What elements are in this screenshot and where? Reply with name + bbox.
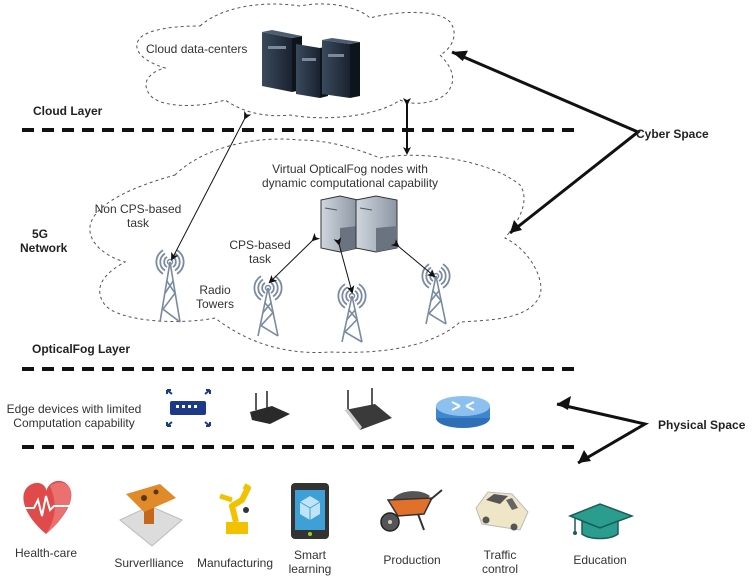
- radio-tower-icon: [155, 249, 185, 323]
- cyber-space-arrows: [451, 50, 641, 235]
- radio-tower-icon: [253, 275, 283, 337]
- app-label-surveillance: Surverlliance: [104, 556, 194, 570]
- surveillance-camera-icon: [119, 484, 183, 547]
- cloud-layer-label: Cloud Layer: [33, 104, 103, 118]
- virtual-nodes-label: Virtual OpticalFog nodes with dynamic co…: [255, 162, 445, 190]
- non-cps-task-arrow: [171, 110, 252, 261]
- car-icon: [475, 491, 529, 531]
- app-label-line1: Production: [383, 553, 441, 567]
- cloud-server-icon: [262, 30, 360, 98]
- edge-devices-label: Edge devices with limited Computation ca…: [0, 402, 148, 430]
- radio-line1: Radio: [199, 283, 231, 297]
- heart-pulse-icon: [22, 480, 72, 534]
- app-label-education: Education: [560, 553, 640, 567]
- tablet-icon: [291, 483, 329, 539]
- wireless-router-icon: [250, 391, 290, 424]
- non-cps-task-label: Non CPS-based task: [88, 202, 188, 230]
- router-icon: [436, 396, 490, 428]
- app-label-line1: Traffic: [483, 548, 517, 562]
- radio-line2: Towers: [195, 297, 234, 311]
- edge-line2: Computation capability: [13, 416, 135, 430]
- robot-arm-icon: [219, 483, 251, 534]
- cyber-space-label: Cyber Space: [636, 127, 709, 141]
- network-switch-icon: [166, 389, 211, 427]
- physical-space-arrows: [556, 402, 650, 465]
- fog-tower-arrow-2: [390, 239, 436, 278]
- 5g-network-label: 5G Network: [20, 227, 68, 255]
- app-label-line1: Surverlliance: [114, 556, 184, 570]
- cloud-datacenters-label: Cloud data-centers: [146, 42, 248, 56]
- cps-line2: task: [248, 252, 271, 266]
- app-label-health-care: Health-care: [6, 546, 86, 560]
- non-cps-line1: Non CPS-based: [94, 202, 182, 216]
- wheelbarrow-icon: [380, 489, 443, 532]
- app-label-line2: control: [481, 562, 519, 576]
- 5g-line2: Network: [20, 241, 68, 255]
- cps-task-arrow: [268, 232, 321, 284]
- edge-line1: Edge devices with limited: [6, 402, 142, 416]
- app-label-production: Production: [372, 553, 452, 567]
- access-point-icon: [345, 388, 392, 430]
- opticalfog-layer-label: OpticalFog Layer: [32, 342, 131, 356]
- 5g-line1: 5G: [31, 227, 48, 241]
- app-label-line1: Education: [573, 553, 627, 567]
- app-label-line2: learning: [288, 562, 332, 576]
- physical-space-label: Physical Space: [658, 418, 746, 432]
- radio-towers-label: Radio Towers: [190, 283, 240, 311]
- virtual-nodes-line1: Virtual OpticalFog nodes with: [272, 162, 428, 176]
- app-label-line1: Manufacturing: [196, 556, 274, 570]
- non-cps-line2: task: [126, 216, 149, 230]
- app-label-line1: Smart: [293, 548, 326, 562]
- fog-network-outline: [89, 138, 542, 353]
- fog-server-icon: [320, 195, 398, 253]
- virtual-nodes-line2: dynamic computational capability: [261, 176, 439, 190]
- app-label-manufacturing: Manufacturing: [190, 556, 280, 570]
- cloud-datacenter-outline: [136, 3, 455, 119]
- radio-tower-icon: [337, 283, 367, 343]
- cps-task-label: CPS-based task: [225, 238, 295, 266]
- app-label-line1: Health-care: [14, 546, 78, 560]
- fog-tower-arrow-1: [333, 237, 355, 294]
- graduation-cap-icon: [567, 503, 635, 540]
- radio-tower-icon: [421, 263, 451, 325]
- cps-line1: CPS-based: [229, 238, 291, 252]
